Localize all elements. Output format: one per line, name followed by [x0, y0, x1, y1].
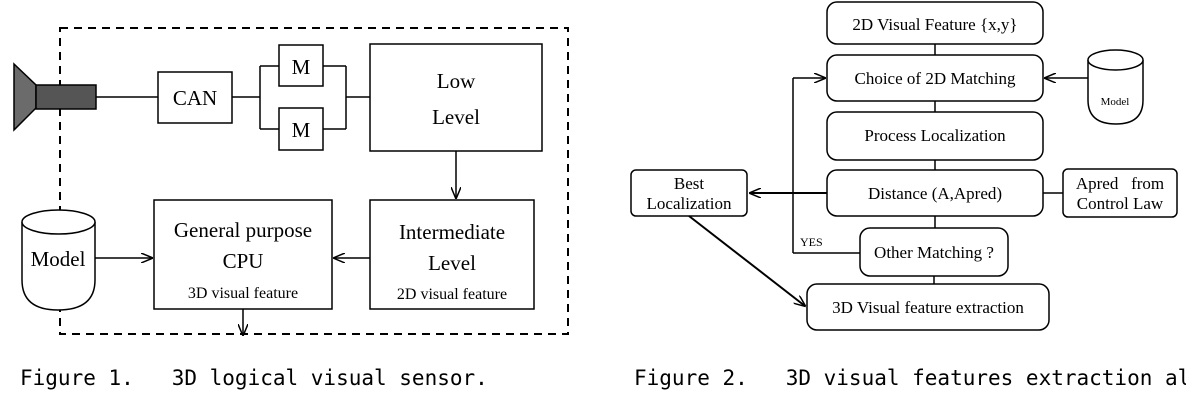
intermediate-level-box	[369, 199, 535, 310]
cpu-box	[153, 199, 333, 310]
model-label-fig1: Model	[31, 247, 86, 271]
apred-line2: Control Law	[1077, 194, 1164, 213]
low-level-line2: Level	[432, 105, 480, 129]
cpu-sub: 3D visual feature	[188, 285, 298, 302]
best-line2: Localization	[647, 194, 732, 213]
can-label: CAN	[173, 86, 217, 110]
choice-matching-label: Choice of 2D Matching	[855, 69, 1016, 88]
m-box-bottom	[278, 107, 324, 151]
visual-feature-label: 2D Visual Feature {x,y}	[852, 15, 1017, 34]
other-matching-label: Other Matching ?	[874, 243, 994, 262]
m-box-top	[278, 44, 324, 87]
intermediate-sub: 2D visual feature	[397, 286, 507, 303]
figure1-caption: Figure 1. 3D logical visual sensor.	[20, 366, 488, 390]
sensor-boundary	[59, 27, 569, 335]
figure1: CAN M M Low Level Intermediate Level 2D …	[13, 27, 569, 390]
database-icon	[21, 209, 96, 311]
database-icon-fig2	[1087, 49, 1144, 125]
intermediate-line1: Intermediate	[399, 220, 505, 244]
low-level-line1: Low	[437, 69, 476, 93]
model-label-fig2: Model	[1101, 96, 1130, 108]
m-top-label: M	[292, 55, 311, 79]
yes-label: YES	[800, 235, 823, 249]
extraction-label: 3D Visual feature extraction	[832, 298, 1024, 317]
apred-line1: Apred from	[1076, 174, 1164, 193]
best-line1: Best	[674, 174, 705, 193]
camera-icon	[13, 62, 97, 132]
can-box	[157, 71, 233, 124]
distance-label: Distance (A,Apred)	[868, 184, 1002, 203]
best-to-extraction-arrow	[688, 215, 805, 306]
intermediate-line2: Level	[428, 251, 476, 275]
cpu-line1: General purpose	[174, 218, 312, 242]
m-bottom-label: M	[292, 118, 311, 142]
process-localization-label: Process Localization	[864, 126, 1006, 145]
low-level-box	[369, 43, 543, 152]
figure2: 2D Visual Feature {x,y} Choice of 2D Mat…	[630, 1, 1186, 390]
cpu-line2: CPU	[223, 249, 264, 273]
figure2-caption: Figure 2. 3D visual features extraction …	[634, 366, 1186, 390]
